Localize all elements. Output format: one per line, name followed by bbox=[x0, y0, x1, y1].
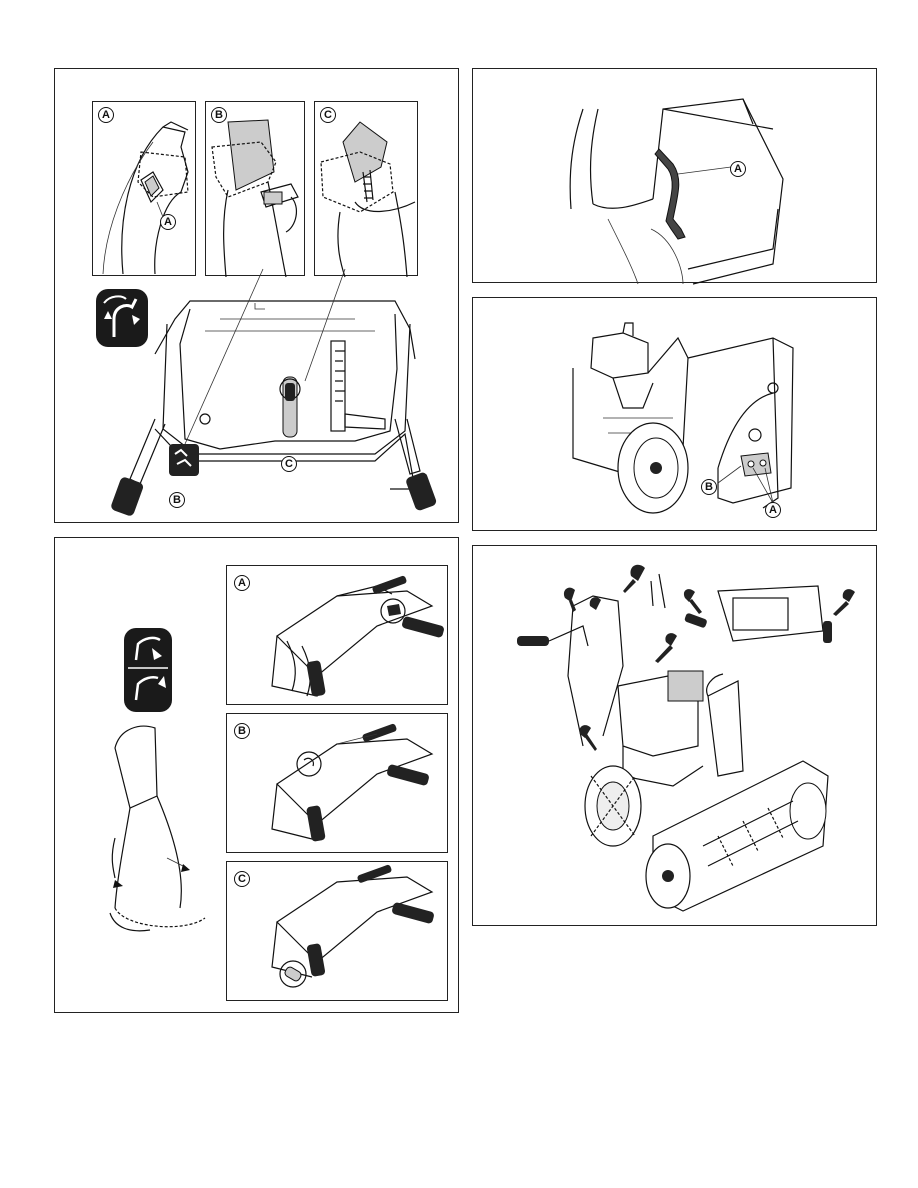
oil-can-icon bbox=[623, 565, 645, 593]
tilt-inset-c-drawing bbox=[227, 862, 449, 1002]
figure-lubrication-panel bbox=[472, 545, 877, 926]
dashboard-drawing bbox=[55, 69, 460, 524]
tilt-callout-b: B bbox=[234, 723, 250, 739]
callout-b-skid-shoe: B bbox=[701, 479, 717, 495]
tilt-inset-c: C bbox=[226, 861, 448, 1001]
oil-can-icon bbox=[655, 633, 677, 663]
oil-can-icon bbox=[684, 589, 702, 614]
oil-can-icon bbox=[833, 589, 855, 616]
oil-can-icon bbox=[579, 725, 597, 751]
tilt-callout-a: A bbox=[234, 575, 250, 591]
skid-shoe-drawing bbox=[473, 298, 878, 532]
snowblower-drawing bbox=[473, 546, 878, 927]
oil-can-icon bbox=[590, 597, 601, 610]
callout-c-dashboard: C bbox=[281, 456, 297, 472]
figure-chute-control-panel: A A B C bbox=[54, 68, 459, 523]
tilt-inset-b-drawing bbox=[227, 714, 449, 854]
tilt-inset-b: B bbox=[226, 713, 448, 853]
callout-a-skid-shoe: A bbox=[765, 502, 781, 518]
tilt-inset-a-drawing bbox=[227, 566, 449, 706]
callout-b-dashboard: B bbox=[169, 492, 185, 508]
tilt-callout-c: C bbox=[234, 871, 250, 887]
oil-can-icon bbox=[564, 588, 576, 612]
figure-skid-shoe-panel: B A bbox=[472, 297, 877, 531]
callout-a-chute-lever: A bbox=[730, 161, 746, 177]
figure-chute-tilt-panel: A B C bbox=[54, 537, 459, 1013]
figure-chute-lever-panel: A bbox=[472, 68, 877, 283]
chute-lever-drawing bbox=[473, 69, 878, 284]
tilt-inset-a: A bbox=[226, 565, 448, 705]
